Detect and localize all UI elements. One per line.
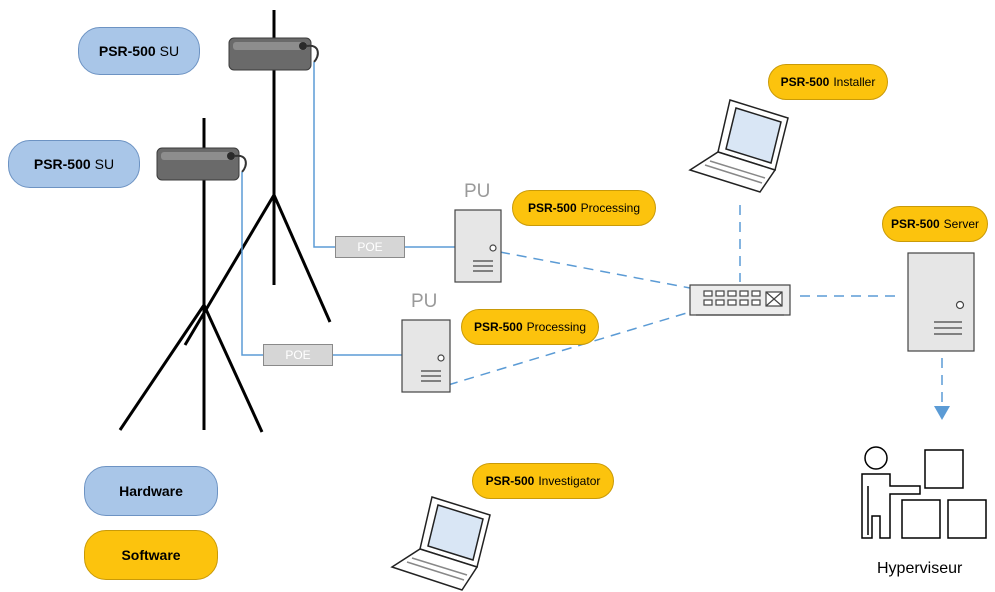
hypervisor-label: Hyperviseur (877, 560, 963, 577)
su-top-label: SU (159, 43, 180, 59)
processing-top-label: Processing (580, 201, 641, 215)
antenna-left (156, 147, 247, 181)
antenna-top (228, 37, 319, 71)
arrow-down-icon (934, 406, 950, 420)
poe-top: POE (335, 236, 405, 258)
legend-software: Software (84, 530, 218, 580)
laptop-installer-icon (688, 99, 789, 193)
processing-bottom-label: Processing (526, 320, 587, 334)
poe-bottom: POE (263, 344, 333, 366)
network-links (447, 205, 943, 408)
cables (241, 62, 455, 356)
laptop-investigator-icon (390, 496, 491, 591)
processing-top-brand: PSR-500 (527, 201, 577, 215)
installer-label: Installer (833, 75, 876, 89)
pu-tower-bottom (401, 319, 451, 393)
pu-bottom-label: PU (411, 291, 438, 312)
processing-bottom-brand: PSR-500 (473, 320, 523, 334)
su-left-brand: PSR-500 (33, 156, 91, 172)
investigator-label: Investigator (538, 474, 601, 488)
server-label: Server (943, 217, 980, 231)
su-left-label: SU (94, 156, 115, 172)
legend-hardware: Hardware (84, 466, 218, 516)
su-top-brand: PSR-500 (98, 43, 156, 59)
network-switch-icon (689, 284, 791, 316)
investigator-brand: PSR-500 (485, 474, 535, 488)
server-tower (907, 252, 975, 352)
installer-brand: PSR-500 (780, 75, 830, 89)
pu-tower-top (454, 209, 502, 283)
server-brand: PSR-500 (890, 217, 940, 231)
pu-top-label: PU (464, 181, 491, 202)
hypervisor-person-icon (861, 446, 987, 539)
